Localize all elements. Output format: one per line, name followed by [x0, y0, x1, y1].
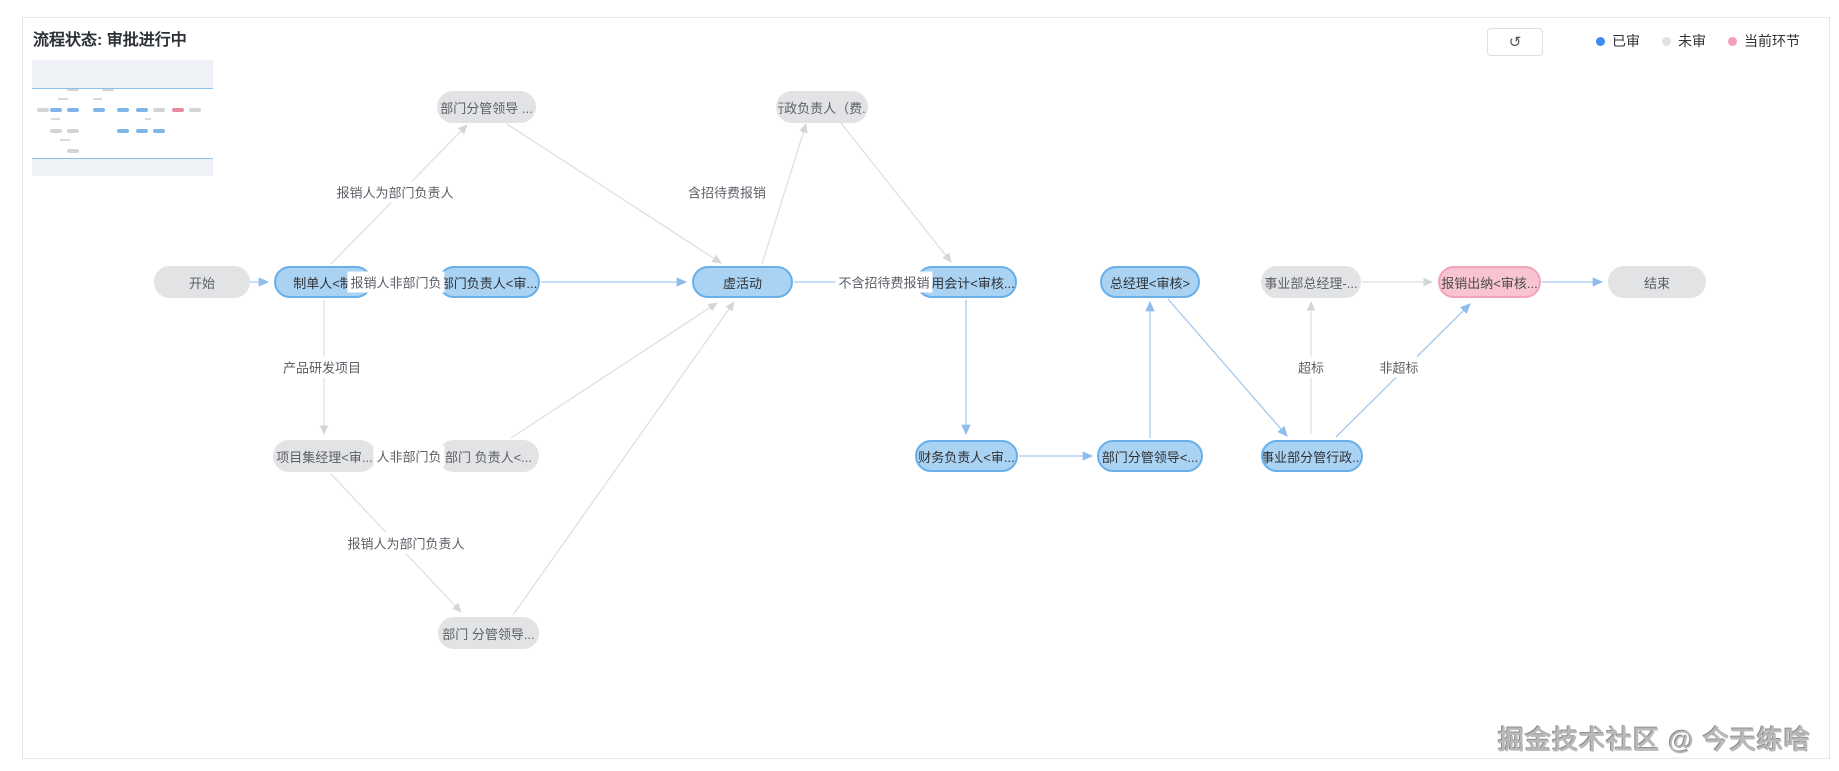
legend-item-approved: 已审 — [1596, 31, 1640, 51]
legend-item-pending: 未审 — [1662, 31, 1706, 51]
node-expense-accountant[interactable]: 费用会计<审核... — [916, 266, 1017, 298]
node-dept-head-alt[interactable]: 部门 负责人<... — [438, 440, 539, 472]
edge-deptleaderbottom-virtual — [512, 301, 735, 616]
edge-label-reimburser-not-dept-head: 报销人非部门负 — [347, 271, 445, 293]
node-dept-leader-top[interactable]: 部门分管领导 ... — [437, 91, 536, 123]
edge-label-not-over-limit: 非超标 — [1376, 356, 1422, 378]
legend-label: 当前环节 — [1744, 33, 1800, 49]
node-cashier[interactable]: 报销出纳<审核... — [1438, 266, 1541, 298]
node-dept-leader-bottom[interactable]: 部门 分管领导... — [438, 617, 539, 649]
edge-label-product-rd-project: 产品研发项目 — [279, 356, 365, 378]
edge-virtual-adminhead — [761, 122, 808, 265]
minimap-canvas — [37, 87, 201, 153]
node-general-manager[interactable]: 总经理<审核> — [1100, 266, 1200, 298]
flow-panel — [22, 17, 1830, 759]
edge-label-reimburser-is-dept-head-top: 报销人为部门负责人 — [333, 181, 457, 203]
node-bu-general-manager[interactable]: 事业部总经理-... — [1261, 266, 1361, 298]
approved-dot-icon — [1596, 36, 1605, 46]
status-legend: 已审 未审 当前环节 — [1596, 28, 1800, 54]
node-virtual-activity[interactable]: 虚活动 — [692, 266, 793, 298]
legend-label: 未审 — [1678, 33, 1706, 49]
node-admin-head[interactable]: 行政负责人（费... — [776, 91, 868, 123]
minimap[interactable] — [32, 60, 213, 176]
legend-item-current: 当前环节 — [1728, 31, 1800, 51]
edge-deptleadertop-virtual — [506, 123, 722, 264]
undo-button[interactable]: ↺ — [1487, 28, 1543, 56]
node-dept-head[interactable]: 部门负责人<审... — [438, 266, 540, 298]
pending-dot-icon — [1662, 36, 1671, 46]
minimap-mask-bottom — [32, 158, 213, 176]
edge-label-with-entertainment: 含招待费报销 — [684, 181, 770, 203]
edge-label-reimburser-is-dept-head-bottom: 报销人为部门负责人 — [344, 532, 468, 554]
node-start[interactable]: 开始 — [154, 266, 250, 298]
watermark: 掘金技术社区 @ 今天练啥 — [1498, 725, 1811, 755]
page-title: 流程状态: 审批进行中 — [33, 32, 187, 49]
edge-label-without-entertainment: 不含招待费报销 — [835, 271, 933, 293]
edge-deptheadalt-virtual — [510, 302, 718, 439]
edge-gm-buadmin — [1167, 298, 1288, 437]
edge-label-not-dept-head-partial: 人非部门负 — [373, 445, 445, 467]
minimap-mask-top — [32, 60, 213, 89]
node-dept-leader-mid[interactable]: 部门分管领导<... — [1097, 440, 1203, 472]
legend-label: 已审 — [1612, 33, 1640, 49]
node-bu-admin-leader[interactable]: 事业部分管行政... — [1261, 440, 1363, 472]
undo-icon: ↺ — [1508, 34, 1522, 51]
node-project-mgr[interactable]: 项目集经理<审... — [273, 440, 376, 472]
node-finance-head[interactable]: 财务负责人<审... — [915, 440, 1018, 472]
edge-adminhead-expense — [840, 122, 952, 263]
edge-label-over-limit: 超标 — [1294, 356, 1328, 378]
current-dot-icon — [1728, 36, 1737, 46]
node-end[interactable]: 结束 — [1608, 266, 1706, 298]
